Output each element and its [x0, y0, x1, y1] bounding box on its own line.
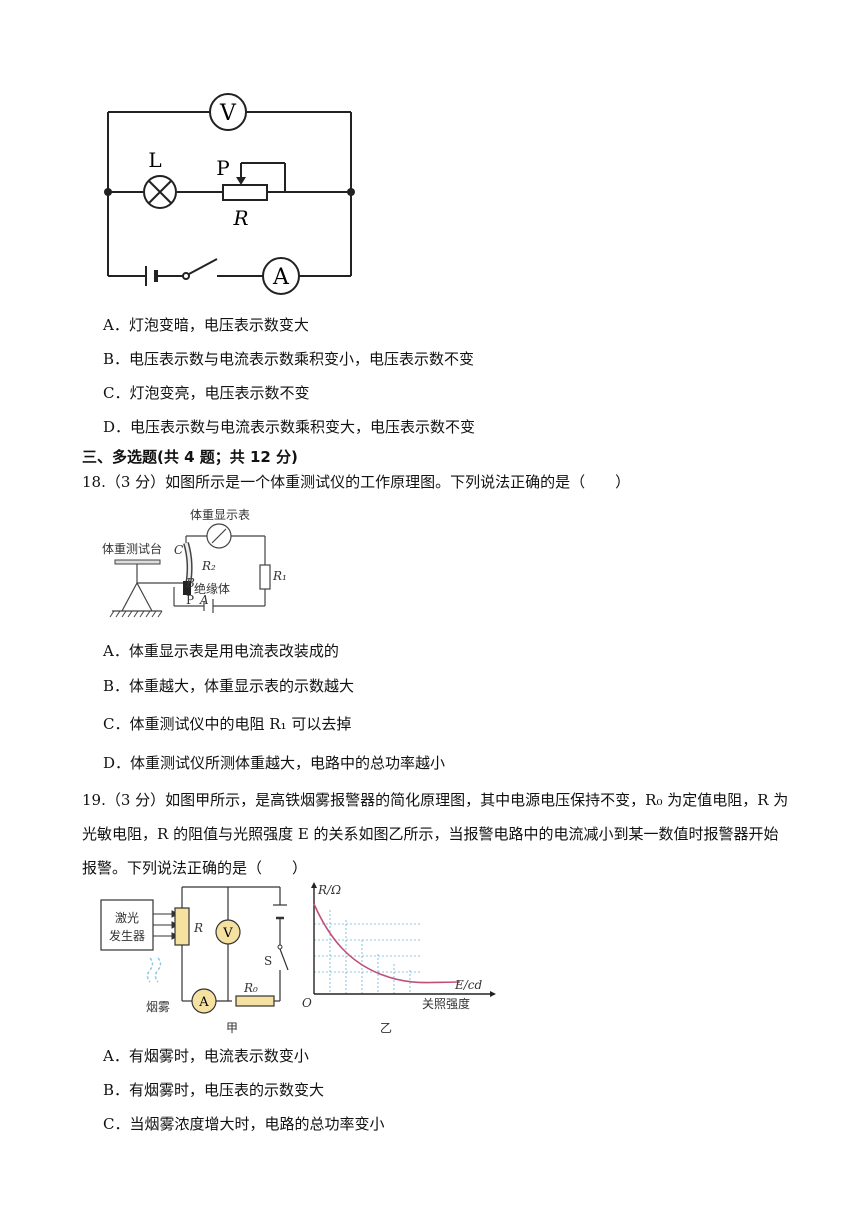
- r1-resistor-icon: [259, 564, 271, 590]
- q19-option-b: B．有烟雾时，电压表的示数变大: [103, 1081, 325, 1099]
- q18-option-d: D．体重测试仪所测体重越大，电路中的总功率越小: [103, 754, 446, 772]
- q19-option-a: A．有烟雾时，电流表示数变小: [103, 1047, 309, 1065]
- fig-label-y-axis: R/Ω: [317, 883, 341, 897]
- fig-label-v: V: [222, 926, 233, 941]
- fig-label-jia: 甲: [226, 1021, 238, 1035]
- fig-label-platform: 体重测试台: [102, 541, 162, 556]
- lamp-label: L: [148, 148, 161, 172]
- smoke-alarm-circuit: 激光 发生器 烟雾 R V A R₀ S 甲: [100, 886, 289, 1035]
- voltmeter-label: V: [219, 101, 237, 126]
- q19-stem-line-2: 光敏电阻，R 的阻值与光照强度 E 的关系如图乙所示，当报警电路中的电流减小到某…: [82, 825, 779, 843]
- resistance-light-graph: R/Ω E/cd O 关照强度 乙: [302, 882, 496, 1035]
- resistor-label: R: [232, 206, 248, 230]
- laser-generator-box: [100, 899, 154, 951]
- q18-option-a: A．体重显示表是用电流表改装成的: [103, 642, 339, 660]
- ammeter-icon: [262, 257, 300, 295]
- rheostat-icon: [222, 184, 268, 201]
- q18-option-b: B．体重越大，体重显示表的示数越大: [103, 677, 355, 695]
- fig-label-b: B: [185, 576, 195, 590]
- fig-label-yi: 乙: [380, 1021, 392, 1035]
- fig-label-r1: R₁: [272, 569, 287, 583]
- photoresistor-icon: [174, 907, 190, 946]
- circuit-diagram-1: V L P R A: [104, 93, 355, 295]
- fig-label-insulator: 绝缘体: [194, 581, 230, 596]
- q18-option-c: C．体重测试仪中的电阻 R₁ 可以去掉: [103, 715, 352, 733]
- q18-stem: 18.（3 分）如图所示是一个体重测试仪的工作原理图。下列说法正确的是（ ）: [82, 473, 631, 491]
- voltmeter-icon: [209, 93, 247, 131]
- fig-label-r2: R₂: [201, 559, 216, 573]
- resistance-curve: [313, 903, 461, 984]
- fig-label-x-caption: 关照强度: [422, 996, 470, 1011]
- fig-label-p: P: [186, 593, 194, 607]
- slider-label: P: [216, 156, 229, 180]
- fig-label-a: A: [199, 593, 209, 607]
- fig-label-x-axis: E/cd: [454, 978, 483, 992]
- q17-option-a: A．灯泡变暗，电压表示数变大: [103, 316, 309, 334]
- fig-label-a2: A: [198, 995, 209, 1010]
- q17-option-d: D．电压表示数与电流表示数乘积变大，电压表示数不变: [103, 418, 476, 436]
- fig-label-laser-1: 激光: [115, 911, 139, 925]
- q19-stem-line-3: 报警。下列说法正确的是（ ）: [82, 859, 308, 877]
- voltmeter-icon-2: [215, 919, 241, 945]
- fig-label-c: C: [174, 543, 183, 557]
- fig-label-meter: 体重显示表: [190, 508, 250, 522]
- ammeter-label: A: [272, 265, 290, 290]
- r0-resistor-icon: [235, 995, 275, 1007]
- q19-option-c: C．当烟雾浓度增大时，电路的总功率变小: [103, 1115, 385, 1133]
- fig-label-smoke: 烟雾: [146, 1000, 170, 1014]
- fig-label-s: S: [264, 954, 272, 968]
- fig-label-laser-2: 发生器: [109, 928, 145, 943]
- fig-label-r0: R₀: [243, 981, 258, 995]
- weight-tester-diagram: 体重显示表 体重测试台 C R₂ R₁ B 绝缘体 P A: [102, 508, 287, 618]
- q17-option-c: C．灯泡变亮，电压表示数不变: [103, 384, 310, 402]
- q17-option-b: B．电压表示数与电流表示数乘积变小，电压表示数不变: [103, 350, 475, 368]
- fig-label-r: R: [193, 921, 203, 935]
- fig-label-origin: O: [302, 996, 312, 1010]
- q19-stem-line-1: 19.（3 分）如图甲所示，是高铁烟雾报警器的简化原理图，其中电源电压保持不变，…: [82, 791, 789, 809]
- section-title: 三、多选题(共 4 题；共 12 分): [82, 448, 298, 466]
